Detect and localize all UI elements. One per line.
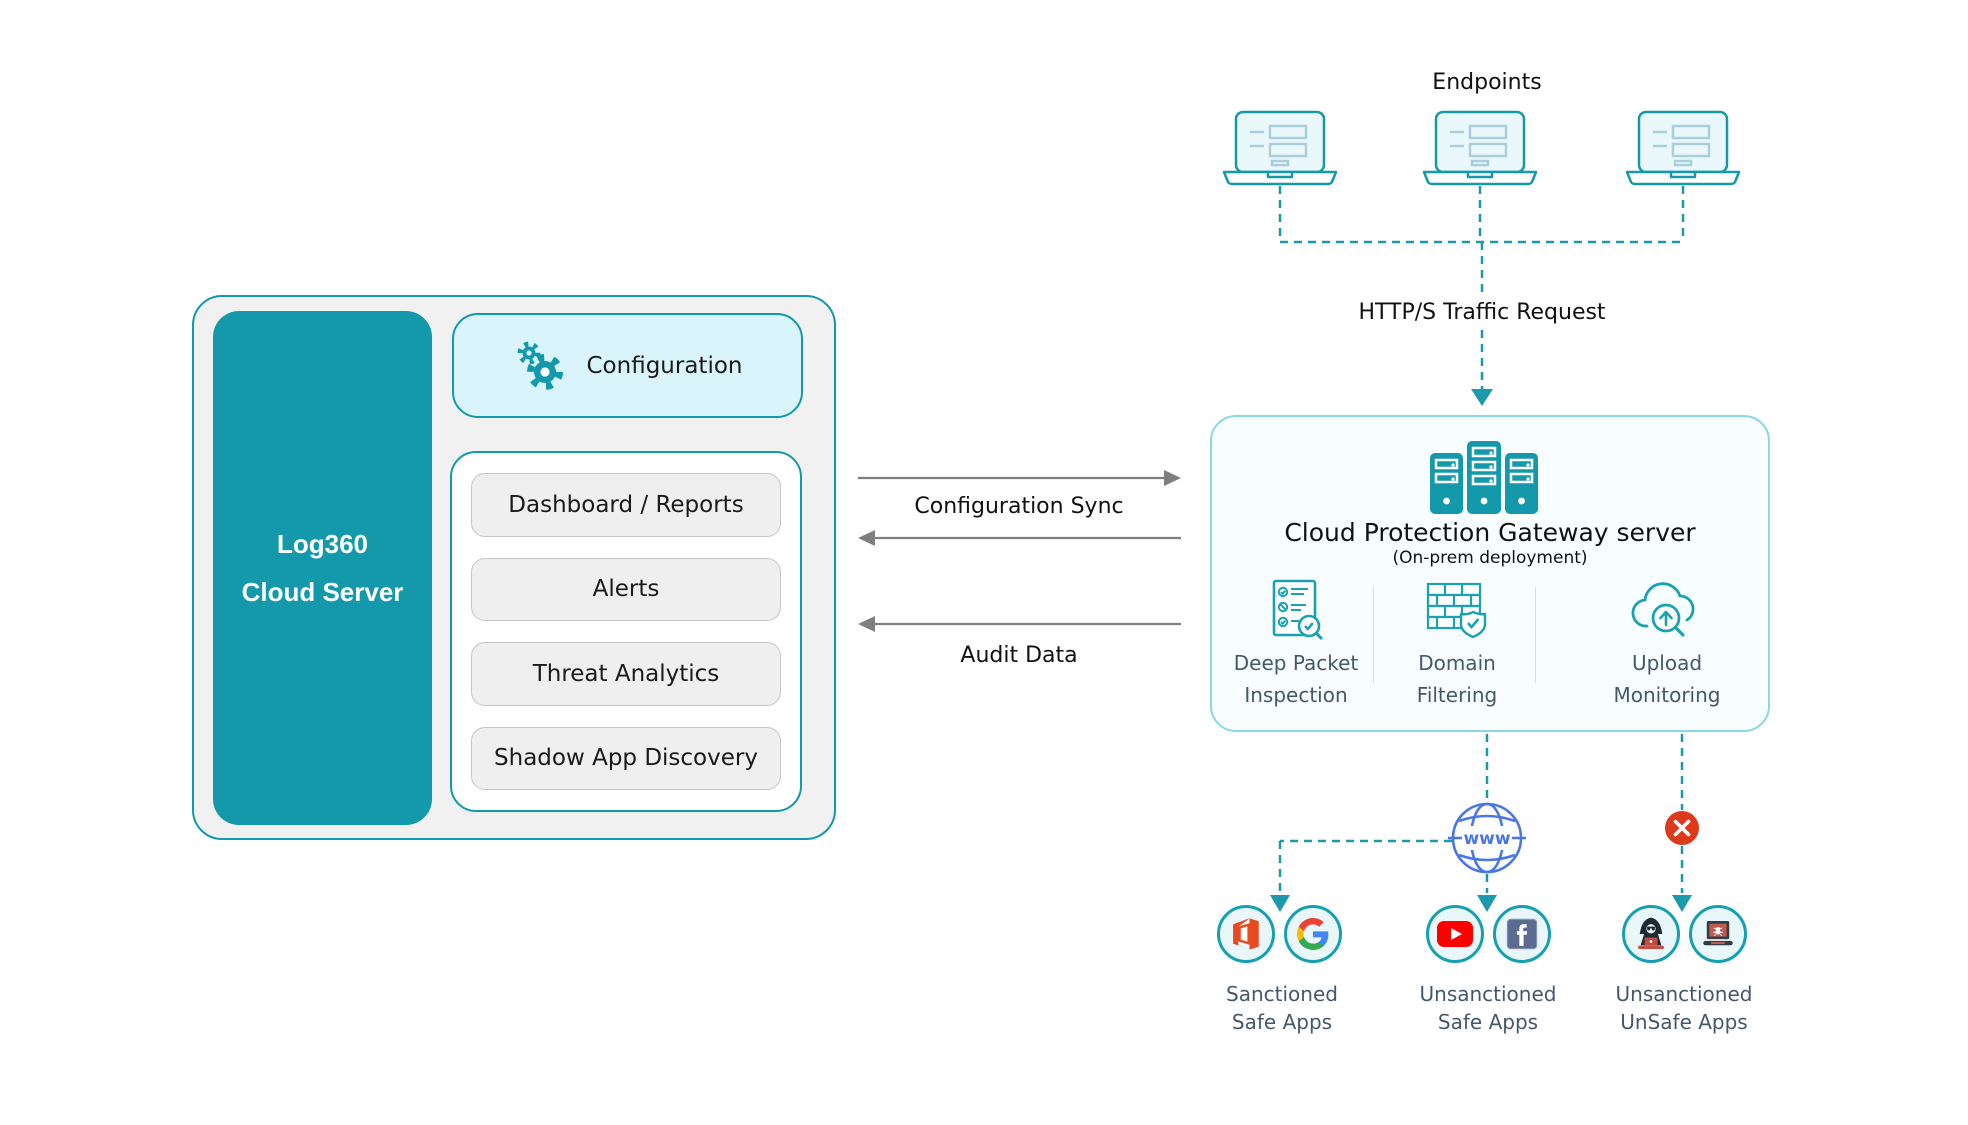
google-icon	[1297, 918, 1329, 950]
feature-deep-packet-inspection: Deep Packet Inspection	[1216, 578, 1376, 708]
app-label-line2: Safe Apps	[1437, 1010, 1539, 1034]
log360-cloud-server-panel: Log360 Cloud Server	[213, 311, 432, 825]
feature-label-line1: Domain	[1418, 651, 1496, 675]
module-threat-analytics: Threat Analytics	[471, 642, 781, 706]
domain-filtering-icon	[1420, 578, 1494, 644]
sanctioned-safe-apps-group	[1217, 905, 1342, 963]
configuration-label: Configuration	[586, 352, 743, 379]
gateway-title: Cloud Protection Gateway server	[1284, 518, 1696, 547]
gears-icon	[513, 340, 567, 392]
facebook-icon	[1506, 918, 1538, 950]
unsanctioned-unsafe-apps-label: Unsanctioned UnSafe Apps	[1584, 980, 1784, 1036]
feature-label-line2: Inspection	[1244, 683, 1348, 707]
app-label-line1: Sanctioned	[1226, 982, 1338, 1006]
hacker-icon	[1632, 915, 1670, 953]
feature-upload-monitoring: Upload Monitoring	[1567, 578, 1767, 708]
malware-laptop-app-circle	[1689, 905, 1747, 963]
feature-label-line2: Filtering	[1416, 683, 1498, 707]
module-dashboard-reports: Dashboard / Reports	[471, 473, 781, 537]
feature-divider	[1535, 587, 1536, 683]
unsanctioned-safe-apps-label: Unsanctioned Safe Apps	[1388, 980, 1588, 1036]
log360-label: Log360	[276, 528, 369, 559]
configuration-sync-label: Configuration Sync	[914, 494, 1124, 519]
feature-label-line1: Deep Packet	[1233, 651, 1359, 675]
module-shadow-app-discovery: Shadow App Discovery	[471, 726, 781, 790]
hacker-app-circle	[1622, 905, 1680, 963]
feature-label-line1: Upload	[1631, 651, 1703, 675]
app-label-line2: Safe Apps	[1231, 1010, 1333, 1034]
youtube-app-circle	[1426, 905, 1484, 963]
laptop-icon	[1222, 110, 1338, 186]
office-icon	[1229, 917, 1263, 951]
sanctioned-safe-apps-label: Sanctioned Safe Apps	[1182, 980, 1382, 1036]
configuration-box: Configuration	[452, 313, 803, 418]
cloud-server-label: Cloud Server	[241, 576, 404, 607]
gateway-subtitle: (On-prem deployment)	[1392, 548, 1588, 568]
http-traffic-label: HTTP/S Traffic Request	[1332, 300, 1632, 325]
server-rack-icon	[1430, 441, 1538, 514]
app-label-line2: UnSafe Apps	[1620, 1010, 1748, 1034]
modules-box: Dashboard / Reports Alerts Threat Analyt…	[450, 451, 802, 812]
facebook-app-circle	[1493, 905, 1551, 963]
module-alerts: Alerts	[471, 557, 781, 621]
upload-monitoring-icon	[1625, 578, 1709, 644]
feature-divider	[1373, 587, 1374, 683]
audit-data-label: Audit Data	[960, 643, 1078, 668]
feature-label-line2: Monitoring	[1613, 683, 1721, 707]
globe-www-text: www	[1463, 829, 1510, 849]
unsanctioned-safe-apps-group	[1426, 905, 1551, 963]
laptop-icon	[1625, 110, 1741, 186]
globe-www-icon: www	[1448, 802, 1526, 874]
malware-laptop-icon	[1699, 915, 1737, 953]
blocked-icon	[1665, 811, 1699, 845]
google-app-circle	[1284, 905, 1342, 963]
unsanctioned-unsafe-apps-group	[1622, 905, 1747, 963]
youtube-icon	[1436, 920, 1474, 948]
app-label-line1: Unsanctioned	[1615, 982, 1753, 1006]
laptop-icon	[1422, 110, 1538, 186]
office-app-circle	[1217, 905, 1275, 963]
endpoints-heading: Endpoints	[1432, 70, 1542, 95]
app-label-line1: Unsanctioned	[1419, 982, 1557, 1006]
deep-packet-inspection-icon	[1262, 578, 1330, 644]
feature-domain-filtering: Domain Filtering	[1377, 578, 1537, 708]
